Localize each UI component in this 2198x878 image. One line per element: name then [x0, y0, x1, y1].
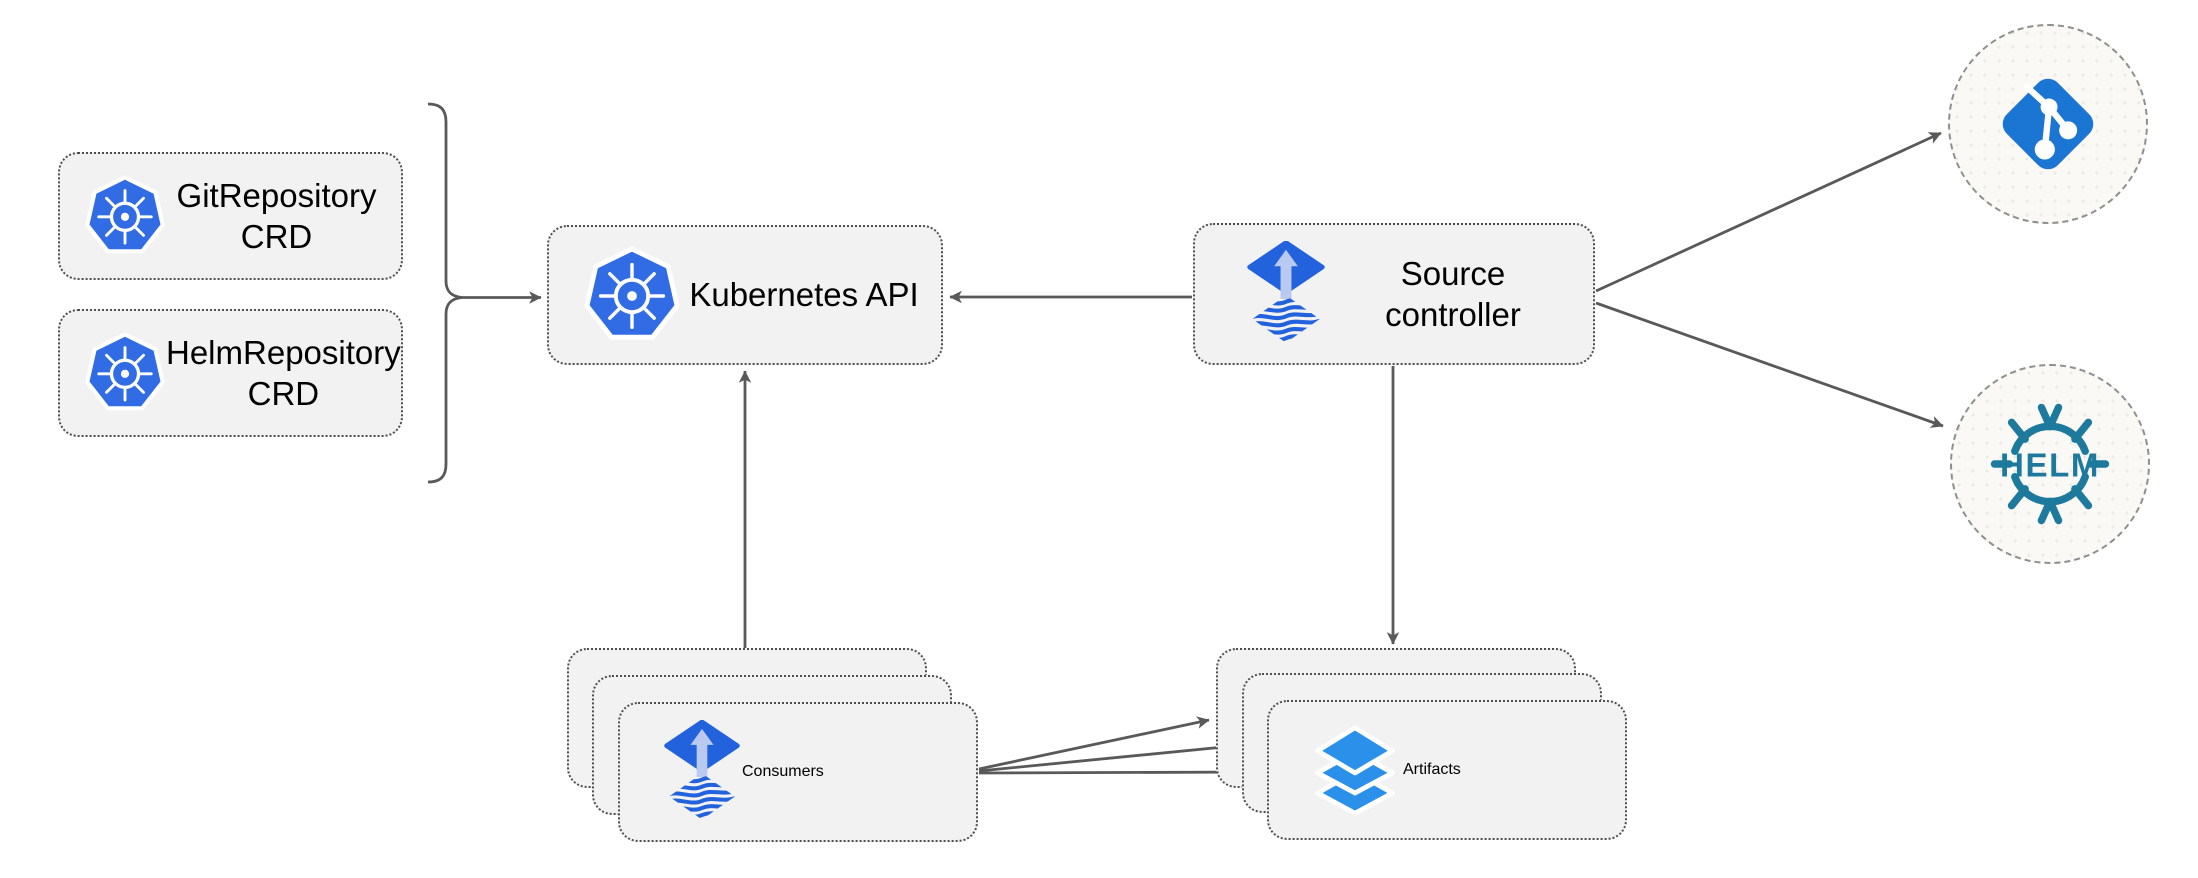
git-icon	[2002, 78, 2094, 170]
edge-source-to-git	[1595, 131, 1942, 293]
node-source-controller: Source controller	[1193, 223, 1595, 365]
node-consumers: Consumers	[618, 702, 978, 842]
node-label: GitRepository CRD	[176, 176, 377, 255]
crd-bracket	[427, 102, 463, 484]
node-artifacts: Artifacts	[1267, 700, 1627, 840]
edge-consumers-to-artifacts-1	[978, 716, 1210, 771]
helm-wordmark: HELM	[2000, 447, 2100, 484]
edge-source-to-helm	[1595, 301, 1944, 428]
node-label: Kubernetes API	[689, 276, 919, 314]
node-label: Artifacts	[1403, 761, 1461, 778]
kubernetes-icon	[85, 332, 165, 411]
node-helmrepository-crd: HelmRepository CRD	[58, 309, 403, 437]
node-label: Source controller	[1385, 254, 1521, 333]
node-label: Consumers	[742, 763, 824, 780]
node-helm-repository: HELM	[1950, 364, 2150, 564]
flux-icon	[664, 720, 740, 819]
node-gitrepository-crd: GitRepository CRD	[58, 152, 403, 280]
kubernetes-icon	[584, 246, 680, 340]
kubernetes-icon	[85, 175, 165, 254]
flux-icon	[1247, 241, 1325, 343]
node-label: HelmRepository CRD	[166, 333, 401, 412]
node-kubernetes-api: Kubernetes API	[547, 225, 943, 365]
edge-consumers-to-artifacts-2	[978, 740, 1235, 773]
node-git-repository	[1948, 24, 2148, 224]
layers-icon	[1315, 725, 1395, 816]
helm-icon: HELM	[1990, 403, 2110, 525]
